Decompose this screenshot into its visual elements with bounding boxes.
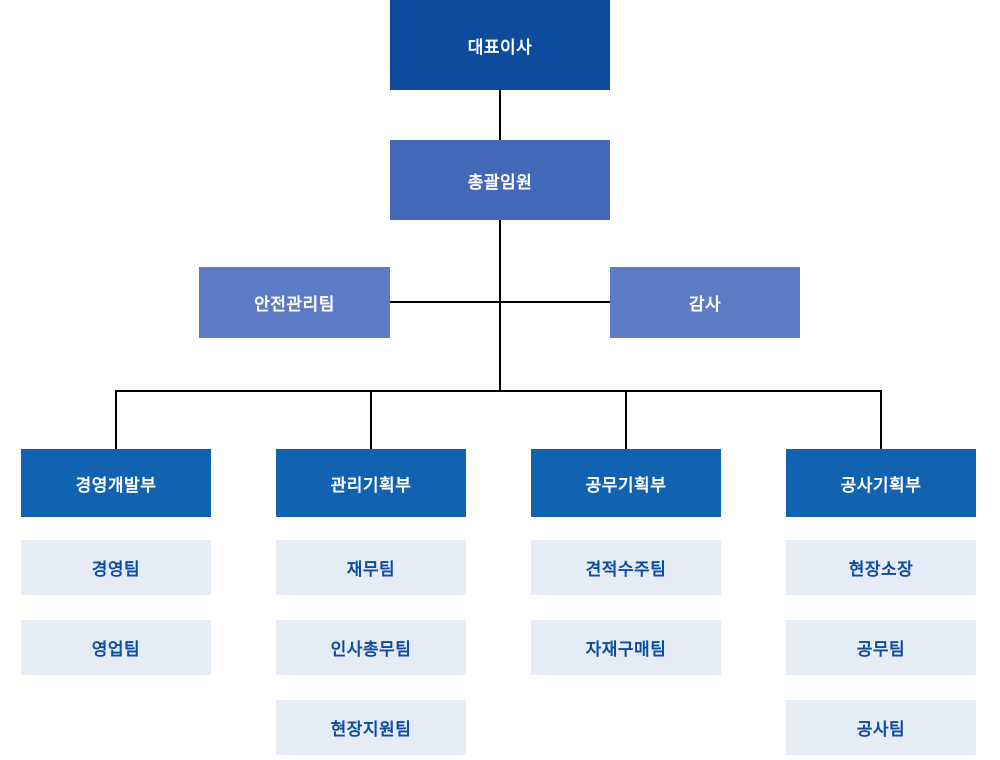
connector-drop-dept-3: [625, 390, 627, 449]
node-team: 공사팀: [786, 700, 976, 755]
node-team: 현장지원팀: [276, 700, 466, 755]
node-department-engineering-planning: 공무기획부: [531, 449, 721, 517]
node-team: 자재구매팀: [531, 620, 721, 675]
node-team: 인사총무팀: [276, 620, 466, 675]
node-audit: 감사: [610, 267, 800, 338]
connector-drop-dept-4: [880, 390, 882, 449]
connector-drop-dept-2: [370, 390, 372, 449]
node-ceo: 대표이사: [390, 0, 610, 90]
node-team: 공무팀: [786, 620, 976, 675]
department-column-1: 경영개발부 경영팀 영업팀: [21, 449, 211, 675]
connector-ceo-to-executive: [499, 90, 501, 140]
node-team: 현장소장: [786, 540, 976, 595]
node-team: 영업팀: [21, 620, 211, 675]
department-column-4: 공사기획부 현장소장 공무팀 공사팀: [786, 449, 976, 755]
node-department-construction-planning: 공사기획부: [786, 449, 976, 517]
department-column-2: 관리기획부 재무팀 인사총무팀 현장지원팀: [276, 449, 466, 755]
department-column-3: 공무기획부 견적수주팀 자재구매팀: [531, 449, 721, 675]
node-chief-executive: 총괄임원: [390, 140, 610, 220]
node-safety-mgmt-team: 안전관리팀: [199, 267, 390, 338]
node-department-mgmt-planning: 관리기획부: [276, 449, 466, 517]
node-team: 경영팀: [21, 540, 211, 595]
connector-drop-dept-1: [115, 390, 117, 449]
node-team: 견적수주팀: [531, 540, 721, 595]
node-department-mgmt-development: 경영개발부: [21, 449, 211, 517]
connector-main-horizontal: [115, 390, 882, 392]
connector-staff-crossbar: [390, 301, 610, 303]
connector-executive-to-main: [499, 220, 501, 391]
node-team: 재무팀: [276, 540, 466, 595]
